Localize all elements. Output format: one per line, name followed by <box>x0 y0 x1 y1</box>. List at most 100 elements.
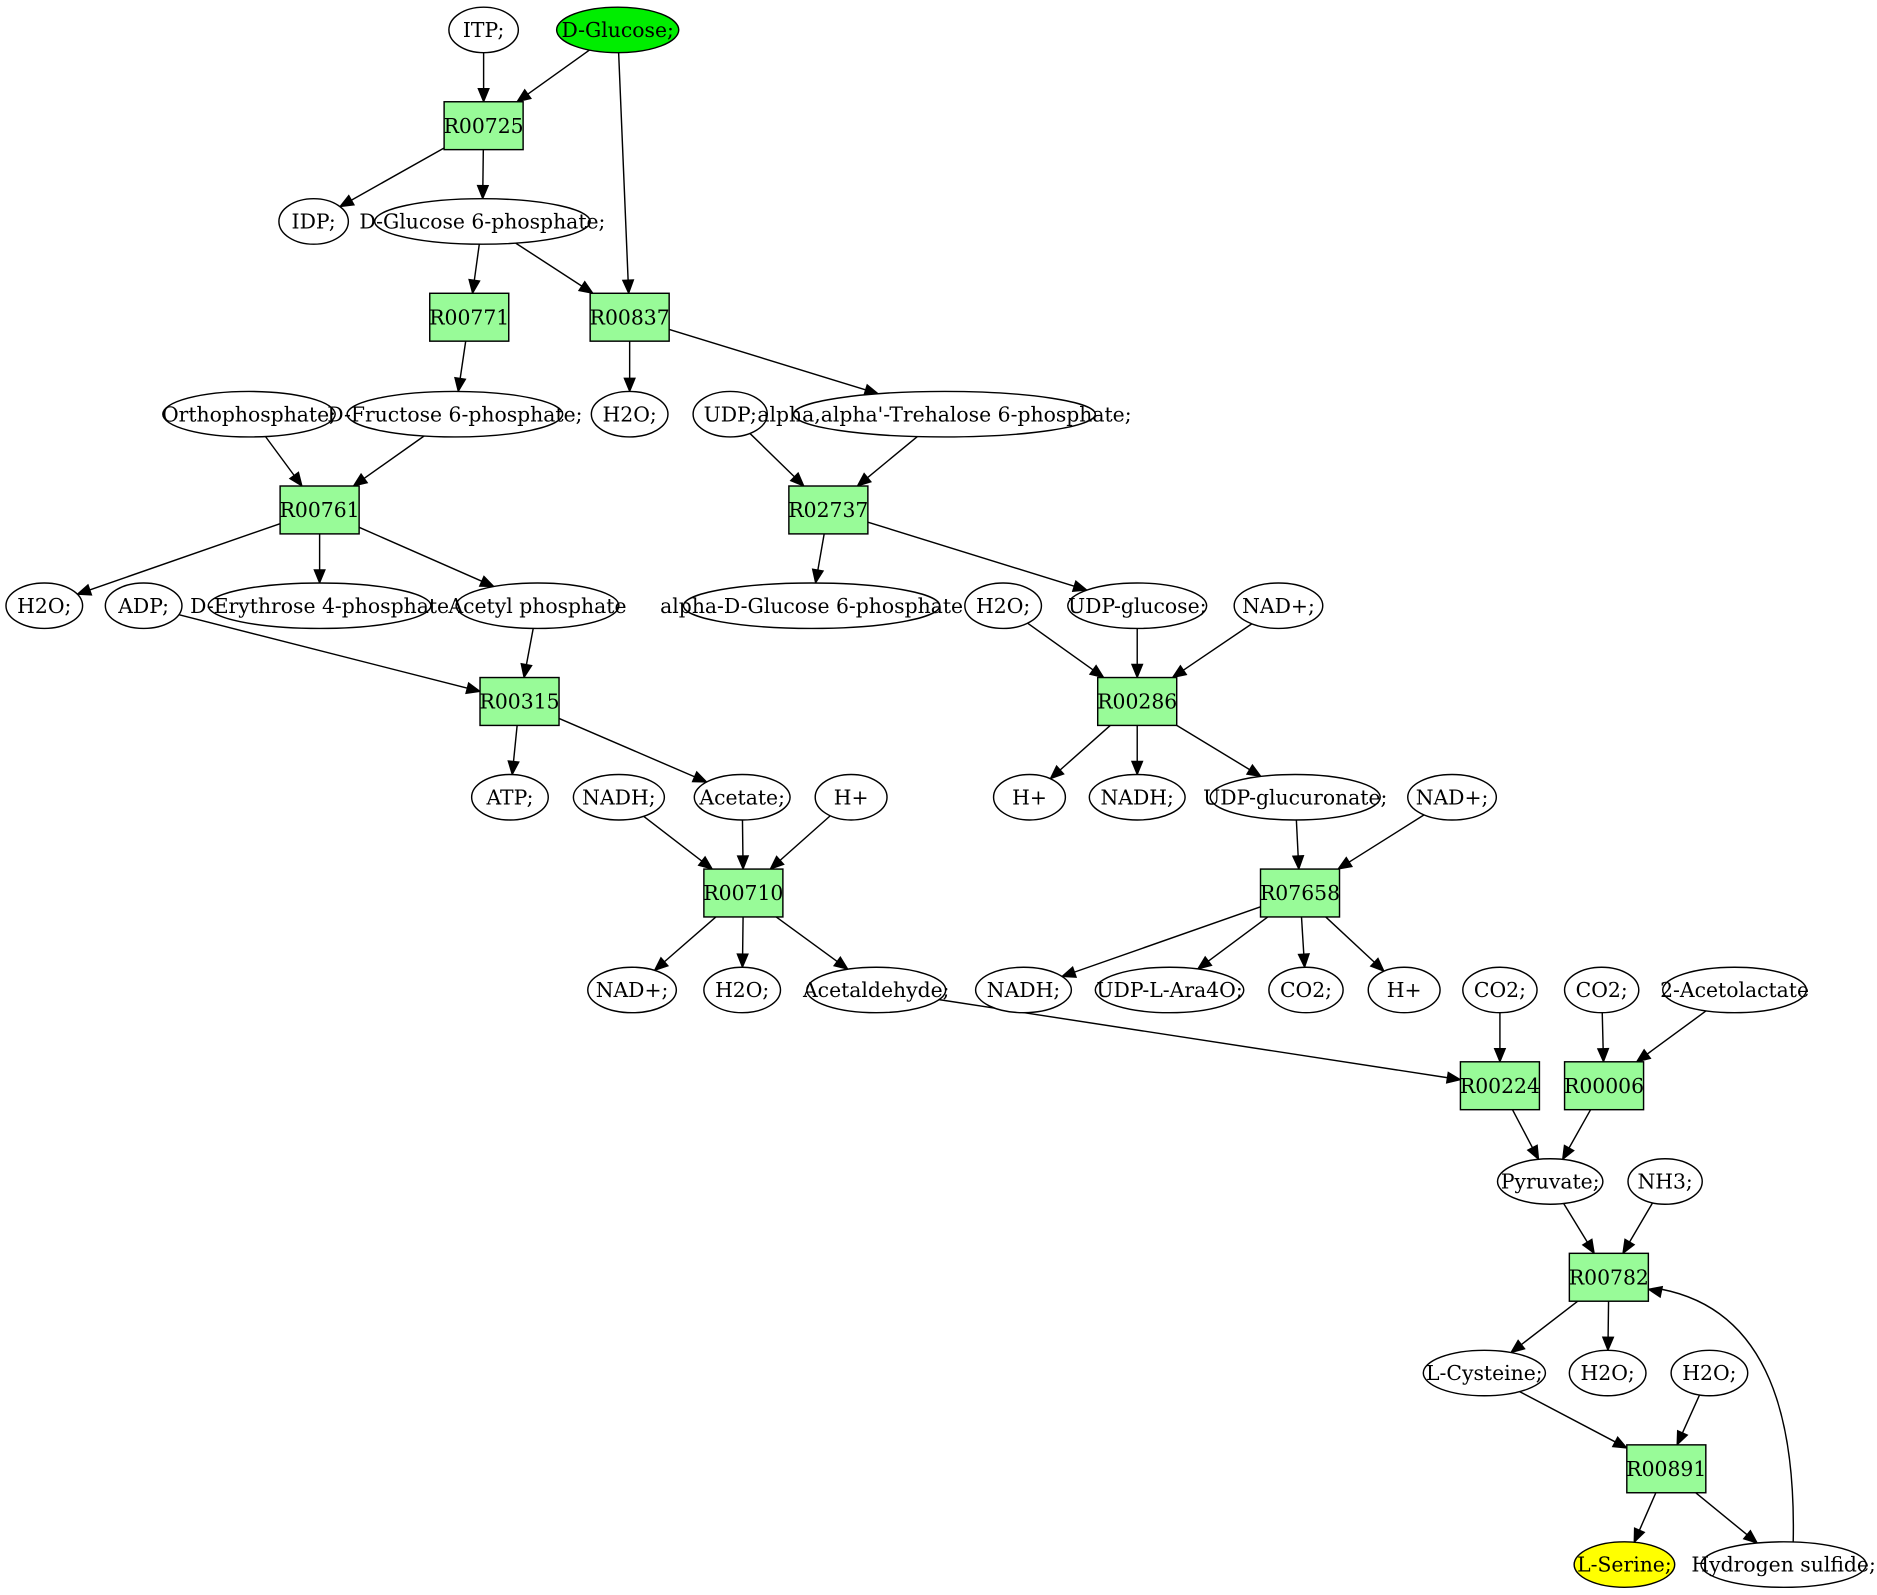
metabolite-node-m_h_3[interactable]: H+ <box>1367 966 1441 1014</box>
node-label: H2O; <box>603 402 657 426</box>
edge-r_R02737-to-m_ag6p <box>811 533 825 585</box>
edge-m_dglucose-to-r_R00725 <box>515 49 590 103</box>
metabolite-node-m_co2_1[interactable]: CO2; <box>1268 966 1344 1014</box>
node-label: L-Cysteine; <box>1426 1361 1543 1385</box>
metabolite-node-m_idp[interactable]: IDP; <box>278 197 350 245</box>
metabolite-node-m_udp[interactable]: UDP; <box>692 390 769 438</box>
metabolite-node-m_dglucose[interactable]: D-Glucose; <box>555 6 680 54</box>
edge-r_R00286-to-m_nadh_2 <box>1130 725 1144 777</box>
metabolite-node-m_g6p[interactable]: D-Glucose 6-phosphate; <box>359 197 605 245</box>
reaction-node-r_R00837[interactable]: R00837 <box>589 292 670 342</box>
node-label: NAD+; <box>1242 594 1315 618</box>
metabolite-node-m_udpglcA[interactable]: UDP-glucuronate; <box>1203 773 1387 821</box>
edge-r_R00782-to-m_cys <box>1509 1300 1579 1354</box>
metabolite-node-m_ag6p[interactable]: alpha-D-Glucose 6-phosphate <box>660 582 963 630</box>
node-label: CO2; <box>1474 978 1526 1002</box>
metabolite-node-m_nad_1[interactable]: NAD+; <box>1233 582 1324 630</box>
metabolite-node-m_acetolac[interactable]: 2-Acetolactate <box>1660 966 1809 1014</box>
edge-r_R00782-to-m_h2o_5 <box>1601 1301 1615 1352</box>
metabolite-node-m_acald[interactable]: Acetaldehyde; <box>802 966 950 1014</box>
metabolite-node-m_h2o_2[interactable]: H2O; <box>5 582 84 630</box>
metabolite-node-m_co2_3[interactable]: CO2; <box>1563 966 1640 1014</box>
edge-m_pyr-to-r_R00782 <box>1563 1203 1596 1255</box>
node-label: alpha-D-Glucose 6-phosphate <box>660 594 963 618</box>
node-label: D-Glucose 6-phosphate; <box>359 210 605 234</box>
node-label: Pyruvate; <box>1501 1170 1600 1194</box>
metabolite-node-m_acp[interactable]: Acetyl phosphate <box>447 582 627 630</box>
metabolite-node-m_adp[interactable]: ADP; <box>104 582 183 630</box>
edge-m_udp-to-r_R02737 <box>749 432 805 488</box>
reaction-node-r_R00006[interactable]: R00006 <box>1563 1061 1645 1111</box>
edge-r_R00761-to-m_e4p <box>313 533 326 585</box>
metabolite-node-m_co2_2[interactable]: CO2; <box>1462 966 1538 1014</box>
metabolite-node-m_nadh_1[interactable]: NADH; <box>572 773 666 821</box>
edge-r_R00286-to-m_udpglcA <box>1176 724 1263 778</box>
metabolite-node-m_e4p[interactable]: D-Erythrose 4-phosphate <box>190 582 449 630</box>
edge-r_R02737-to-m_udpglc <box>867 521 1089 592</box>
edge-r_R00315-to-m_acetate <box>558 717 709 783</box>
metabolite-node-m_h2o_1[interactable]: H2O; <box>590 390 669 438</box>
metabolite-node-m_atp[interactable]: ATP; <box>470 773 549 821</box>
metabolite-node-m_h2o_5[interactable]: H2O; <box>1568 1349 1647 1397</box>
reaction-node-r_R00224[interactable]: R00224 <box>1459 1061 1541 1111</box>
metabolite-node-m_h2s[interactable]: Hydrogen sulfide; <box>1691 1541 1876 1589</box>
edge-m_udpglcA-to-r_R07658 <box>1291 819 1305 871</box>
metabolite-node-m_h_1[interactable]: H+ <box>814 773 888 821</box>
reaction-node-r_R02737[interactable]: R02737 <box>788 485 869 535</box>
node-label: CO2; <box>1280 978 1332 1002</box>
metabolite-node-m_f6p[interactable]: D-Fructose 6-phosphate; <box>327 390 583 438</box>
reaction-node-r_R07658[interactable]: R07658 <box>1259 868 1341 918</box>
reaction-node-r_R00286[interactable]: R00286 <box>1096 676 1178 727</box>
node-label: D-Fructose 6-phosphate; <box>327 402 582 426</box>
metabolite-node-m_nad_3[interactable]: NAD+; <box>587 966 678 1014</box>
edge-r_R07658-to-m_co2_1 <box>1297 916 1311 969</box>
edge-m_nadh_1-to-r_R00710 <box>643 815 714 871</box>
reaction-node-r_R00782[interactable]: R00782 <box>1568 1252 1650 1302</box>
reaction-node-r_R00771[interactable]: R00771 <box>429 292 510 342</box>
node-label: IDP; <box>292 210 336 234</box>
edge-r_R07658-to-m_udpara <box>1196 916 1269 970</box>
node-label: R00725 <box>444 114 524 138</box>
node-label: R00286 <box>1097 690 1177 714</box>
node-label: H+ <box>834 785 869 809</box>
metabolite-node-m_nadh_2[interactable]: NADH; <box>1088 773 1186 821</box>
reaction-node-r_R00315[interactable]: R00315 <box>479 676 560 727</box>
node-label: ADP; <box>117 594 169 618</box>
edge-r_R00710-to-m_h2o_4 <box>736 916 749 969</box>
edge-r_R00761-to-m_h2o_2 <box>75 523 281 596</box>
node-label: Acetaldehyde; <box>802 978 950 1002</box>
reaction-node-r_R00710[interactable]: R00710 <box>703 868 784 918</box>
node-label: NADH; <box>582 785 655 809</box>
metabolite-node-m_udpara[interactable]: UDP-L-Ara4O; <box>1094 966 1245 1014</box>
metabolite-node-m_nadh_3[interactable]: NADH; <box>974 966 1073 1014</box>
metabolite-node-m_pyr[interactable]: Pyruvate; <box>1496 1158 1604 1205</box>
metabolite-node-m_ser[interactable]: L-Serine; <box>1573 1541 1676 1589</box>
edge-m_g6p-to-r_R00837 <box>515 242 595 295</box>
metabolite-node-m_nh3[interactable]: NH3; <box>1627 1158 1703 1205</box>
node-label: UDP; <box>704 402 757 426</box>
reaction-node-r_R00725[interactable]: R00725 <box>443 101 524 151</box>
metabolite-node-m_tre6p[interactable]: alpha,alpha'-Trehalose 6-phosphate; <box>757 390 1132 438</box>
edge-m_ortho-to-r_R00761 <box>264 436 303 488</box>
edge-r_R00224-to-m_pyr <box>1511 1109 1540 1161</box>
metabolite-node-m_nad_2[interactable]: NAD+; <box>1407 773 1498 821</box>
metabolite-node-m_acetate[interactable]: Acetate; <box>693 773 791 821</box>
metabolite-node-m_cys[interactable]: L-Cysteine; <box>1422 1349 1547 1397</box>
metabolite-node-m_udpglc[interactable]: UDP-glucose; <box>1067 582 1208 630</box>
edge-m_nad_1-to-r_R00286 <box>1171 623 1253 679</box>
metabolite-node-m_itp[interactable]: ITP; <box>448 6 520 54</box>
metabolite-node-m_ortho[interactable]: Orthophosphate; <box>162 390 336 438</box>
edge-m_cys-to-r_R00891 <box>1519 1390 1629 1449</box>
node-label: Acetyl phosphate <box>447 594 626 618</box>
reaction-node-r_R00891[interactable]: R00891 <box>1626 1444 1707 1494</box>
metabolite-node-m_h_2[interactable]: H+ <box>992 773 1067 821</box>
metabolite-node-m_h2o_6[interactable]: H2O; <box>1670 1349 1749 1397</box>
edge-m_g6p-to-r_R00771 <box>468 244 481 295</box>
metabolite-node-m_h2o_3[interactable]: H2O; <box>964 582 1043 630</box>
metabolite-node-m_h2o_4[interactable]: H2O; <box>703 966 782 1014</box>
node-label: Hydrogen sulfide; <box>1691 1553 1875 1577</box>
edge-m_h2o_6-to-r_R00891 <box>1676 1394 1701 1447</box>
node-label: NAD+; <box>1416 785 1489 809</box>
reaction-node-r_R00761[interactable]: R00761 <box>279 485 360 535</box>
node-label: ATP; <box>485 785 533 809</box>
